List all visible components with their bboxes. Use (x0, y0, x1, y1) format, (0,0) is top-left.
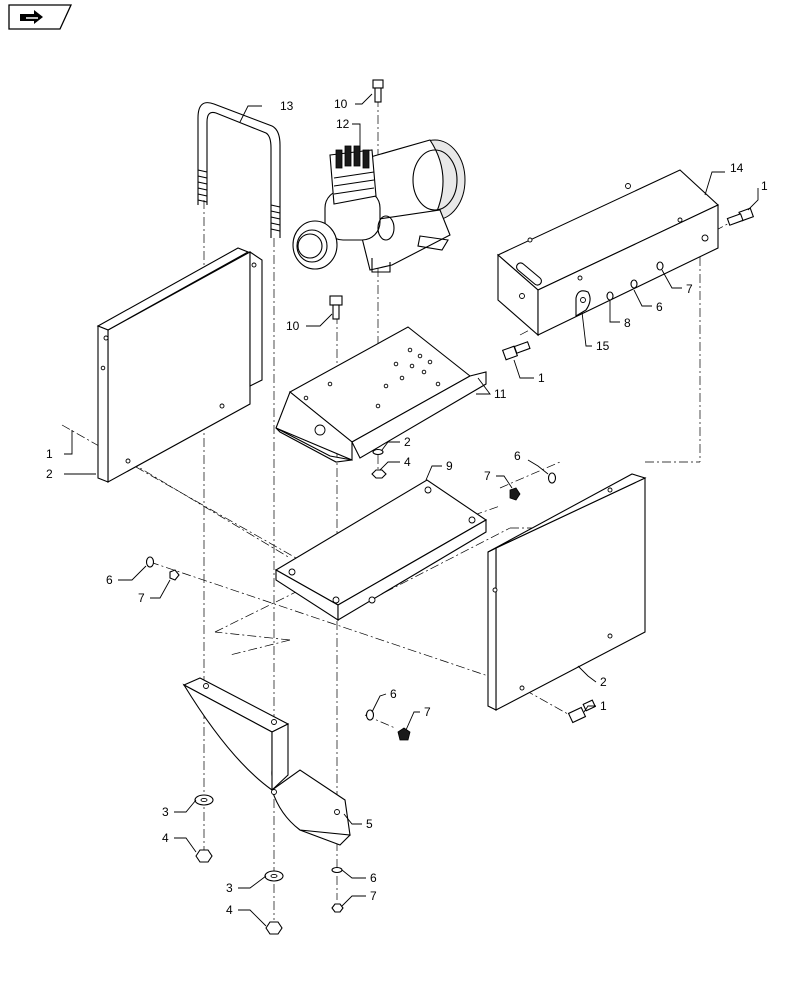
page-nav-tab[interactable] (8, 4, 73, 30)
callout-2-left: 2 (46, 467, 53, 481)
side-panel-2-right (487, 473, 647, 711)
callout-8: 8 (624, 316, 631, 330)
lower-bracket-5 (182, 677, 351, 846)
hardware-mid-left (145, 556, 180, 581)
callout-10-top: 10 (334, 97, 348, 111)
leader-lines (64, 93, 759, 927)
mount-plate-11 (275, 326, 487, 463)
callout-14: 14 (730, 161, 744, 175)
callout-4-right: 4 (226, 903, 233, 917)
bolt-10-top (372, 79, 384, 103)
callout-9: 9 (446, 459, 453, 473)
callout-6-mid-left: 6 (106, 573, 113, 587)
callout-10-mid: 10 (286, 319, 300, 333)
callout-6-mid-right: 6 (514, 449, 521, 463)
callout-15: 15 (596, 339, 610, 353)
callout-3-left: 3 (162, 805, 169, 819)
callout-1-left: 1 (46, 447, 53, 461)
callout-11: 11 (494, 387, 507, 401)
callout-6-near-14: 6 (656, 300, 663, 314)
compressor-12 (292, 139, 466, 273)
callout-7-bottom: 7 (370, 889, 377, 903)
callout-7-lower: 7 (424, 705, 431, 719)
callout-4-under-11: 4 (404, 455, 411, 469)
callout-5: 5 (366, 817, 373, 831)
hardware-below-11 (371, 448, 387, 479)
hardware-lower (365, 699, 596, 741)
callout-2-right: 2 (600, 675, 607, 689)
callout-4-left: 4 (162, 831, 169, 845)
callout-2-under-11: 2 (404, 435, 411, 449)
callout-7-mid-left: 7 (138, 591, 145, 605)
bracket-14 (497, 169, 719, 337)
callout-7-mid-right: 7 (484, 469, 491, 483)
callout-1-right-top: 1 (761, 179, 768, 193)
bolt-10-mid (329, 295, 343, 320)
page-arrow-icon (20, 10, 43, 24)
u-bolt-13 (197, 102, 281, 238)
callout-13: 13 (280, 99, 294, 113)
callout-7-near-14: 7 (686, 282, 693, 296)
callout-1-lower-right: 1 (600, 699, 607, 713)
callout-12: 12 (336, 117, 350, 131)
hardware-mid-right (509, 472, 557, 501)
callout-6-lower: 6 (390, 687, 397, 701)
callout-labels: 13 10 12 14 1 7 6 8 15 1 10 11 1 2 2 4 9… (46, 97, 768, 917)
callout-3-right: 3 (226, 881, 233, 895)
clamp-15 (575, 290, 591, 317)
callout-6-bottom: 6 (370, 871, 377, 885)
base-plate-9 (274, 479, 488, 622)
callout-1-near-14: 1 (538, 371, 545, 385)
hardware-bottom (194, 794, 344, 935)
side-panel-2-left (96, 247, 263, 483)
hardware-near-14 (501, 207, 755, 361)
